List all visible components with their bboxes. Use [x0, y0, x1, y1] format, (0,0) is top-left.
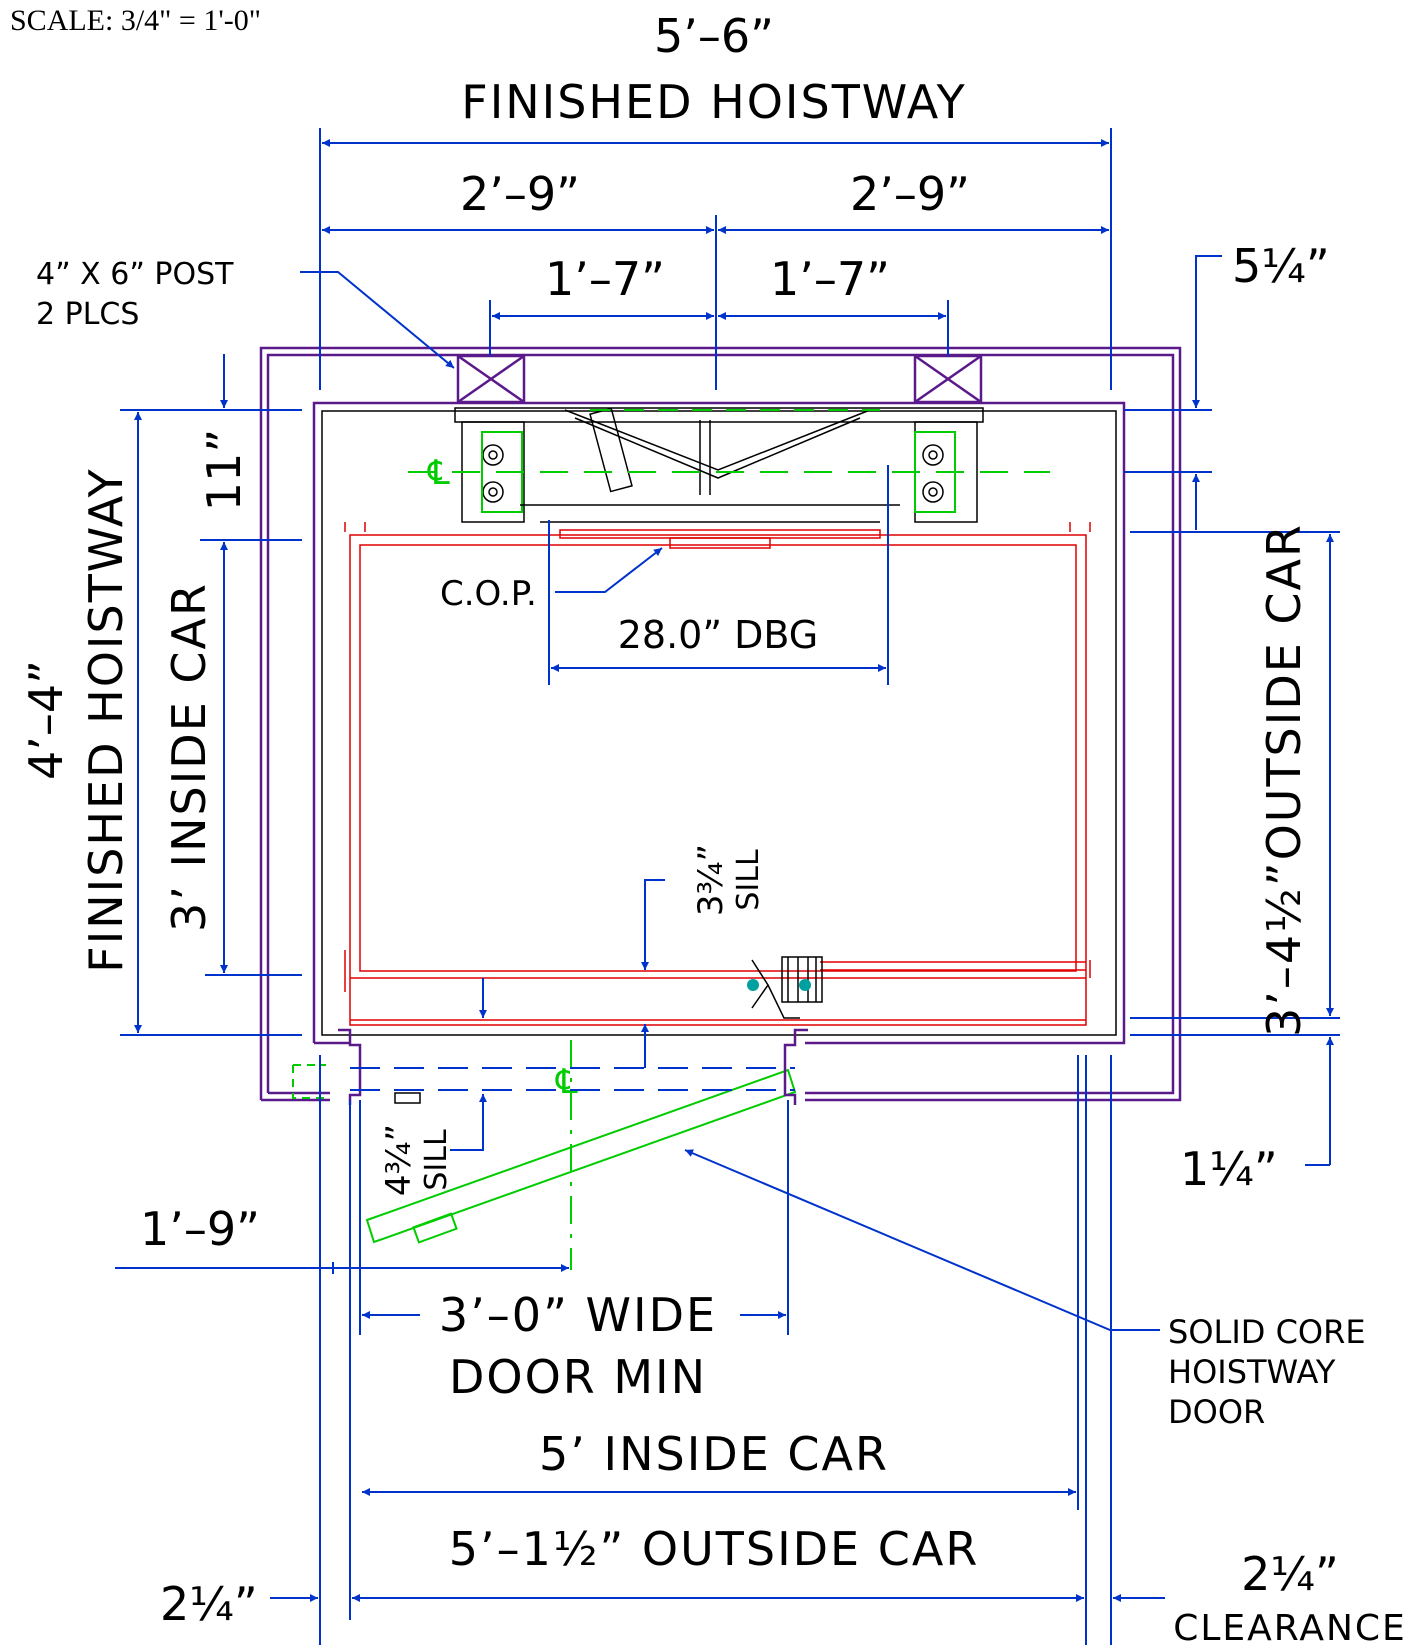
left-half-dim: 2’–9” [460, 167, 580, 221]
top-overall-caption: FINISHED HOISTWAY [461, 75, 967, 129]
door-note-line2: HOISTWAY [1168, 1353, 1336, 1391]
door-jambs [338, 1028, 808, 1105]
door-min-label: DOOR MIN [449, 1350, 707, 1404]
hw-sill-value: 4¾” [379, 1124, 419, 1196]
inside-car-width: 5’ INSIDE CAR [539, 1427, 889, 1481]
door-operator [747, 956, 823, 1019]
car-sill-value: 3¾” [691, 844, 731, 916]
left-clearance-dim: 2¼” [160, 1577, 258, 1631]
dbg-dim: 28.0” DBG [618, 613, 818, 657]
one-nine-dim: 1’–9” [140, 1202, 260, 1256]
clearance-label: CLEARANCE [1173, 1608, 1407, 1649]
left-overall-dim: 4’–4” [19, 660, 73, 780]
post-note-line2: 2 PLCS [36, 297, 139, 332]
dimension-lines [115, 128, 1340, 1645]
inside-car-depth: 3’ INSIDE CAR [162, 582, 216, 932]
top-centerline-mark: ℄ [427, 453, 450, 493]
car-interior [344, 522, 1091, 1026]
door-width-dim: 3’–0” WIDE [439, 1288, 717, 1342]
left-overall-caption: FINISHED HOISTWAY [79, 467, 133, 973]
hw-sill-word: SILL [419, 1129, 454, 1191]
right-half-dim: 2’–9” [850, 167, 970, 221]
car-sill-word: SILL [731, 849, 766, 911]
outside-car-depth: 3’–4½”OUTSIDE CAR [1257, 523, 1311, 1037]
door-centerline-mark: ℄ [555, 1062, 578, 1102]
post-right-offset: 1’–7” [770, 252, 890, 306]
door-note-line1: SOLID CORE [1168, 1313, 1366, 1351]
outside-car-width: 5’–1½” OUTSIDE CAR [449, 1522, 980, 1576]
hoistway-door [292, 1040, 797, 1270]
sill-lines [350, 1067, 795, 1091]
eleven-inch-dim: 11” [197, 429, 251, 511]
door-note-line3: DOOR [1168, 1393, 1265, 1431]
gate-mechanism [454, 407, 984, 523]
top-overall-dim: 5’–6” [654, 9, 774, 63]
post-left [456, 354, 526, 404]
post-note-line1: 4” X 6” POST [36, 257, 234, 292]
rail-offset-dim: 5¼” [1232, 239, 1330, 293]
scale-note: SCALE: 3/4" = 1'-0" [10, 4, 261, 37]
hoistway-walls [259, 346, 1182, 1102]
right-clearance-dim: 2¼” [1241, 1547, 1339, 1601]
car-shell [321, 410, 1117, 1036]
post-left-offset: 1’–7” [545, 252, 665, 306]
post-right [913, 354, 983, 404]
cop-label: C.O.P. [440, 574, 537, 614]
bottom-gap-dim: 1¼” [1180, 1142, 1278, 1196]
